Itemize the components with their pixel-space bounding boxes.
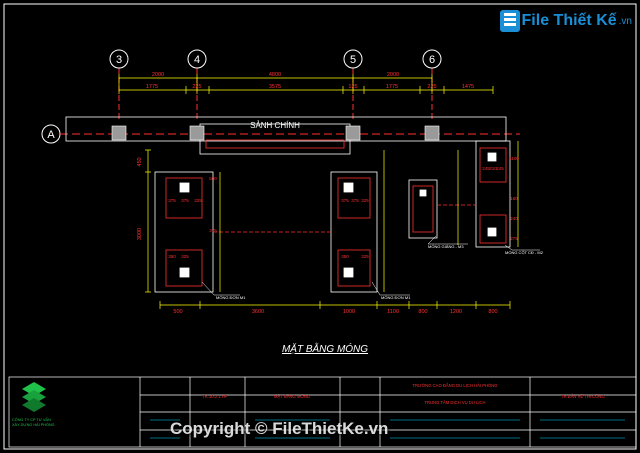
grid-bubble-6 [422,49,442,69]
leader-lines [201,235,540,296]
dim-bottom-6: 1200 [450,309,462,315]
vertical-dimension-lines [145,141,519,293]
dim-bottom-2: 3600 [252,309,264,315]
title-block [8,376,637,448]
sheet-border [3,3,637,450]
tb-sheet-title: MẶT BẰNG MÓNG [274,394,310,399]
dim-sub-4: 125 [348,84,357,90]
dim-bottom-5: 800 [418,309,427,315]
grid-axes [41,49,520,144]
fb-dim-4: 350 [341,254,349,259]
label-tie-beam: MÓNG GIẰNG - M3 [428,244,464,249]
fc-side-2: 160 [510,196,518,201]
dim-left-1: 450 [137,157,143,166]
fa-dim-5: 325 [181,254,189,259]
bottom-dimension-lines [159,301,511,309]
fc-dim-2: 310 [489,166,497,171]
site-logo[interactable]: File Thiết Kế .vn [499,10,632,32]
grid-bubble-4 [187,49,207,69]
tb-right-title: TK BẢN VẼ THI CÔNG [561,394,604,399]
fa-dim-3: 325 [194,198,202,203]
company-logo [22,382,46,412]
dim-sub-3: 3575 [269,84,281,90]
footing-m1-left [154,171,214,293]
fc-side-1: 1100 [509,156,519,161]
fa-dim-7: 375 [209,228,217,233]
grid-bubble-5 [343,49,363,69]
grid-label-3: 3 [116,54,122,66]
grid-bubble-3 [109,49,129,69]
grid-label-6: 6 [429,54,435,66]
fa-dim-2: 375 [181,198,189,203]
tb-subtitle: TRUNG TÂM DỊCH VỤ DU LỊCH [424,400,485,405]
fa-dim-4: 350 [168,254,176,259]
fa-dim-1: 375 [168,198,176,203]
logo-text: File Thiết Kế [521,12,617,29]
columns-on-axis-a [111,125,440,141]
dim-sub-7: 1475 [462,84,474,90]
fa-dim-6: 660 [209,176,217,181]
top-dimension-lines [118,74,494,94]
title-block-fill-rows [150,419,625,439]
label-footing-m1-b: MÓNG ĐƠN M1 [381,295,411,300]
dim-sub-6: 225 [427,84,436,90]
footing-tie-beam [408,179,438,239]
dim-bottom-4: 1100 [387,309,399,315]
footing-m2 [475,140,511,248]
tb-school: TRƯỜNG CAO ĐẲNG DU LỊCH HẢI PHÒNG [412,383,497,388]
fc-side-4: 275 [510,236,518,241]
logo-tld: .vn [618,15,632,27]
dim-left-2: 3000 [137,228,143,240]
copyright-watermark: Copyright © FileThietKe.vn [170,419,389,438]
tb-drawing-no: TK.10.2.1.HP [202,394,227,399]
grid-label-5: 5 [350,54,356,66]
company-name-a: CÔNG TY CP TƯ VẤN [12,417,51,422]
dim-top-1: 2000 [152,72,164,78]
label-footing-m2: MÓNG CỘT CĐ - M2 [505,250,544,255]
dim-bottom-1: 500 [173,309,182,315]
file-icon [499,10,520,32]
label-footing-m1-a: MÓNG ĐƠN M1 [216,295,246,300]
fc-side-3: 240 [510,216,518,221]
fb-dim-1: 375 [341,198,349,203]
fc-dim-1: 245 [482,166,490,171]
fb-dim-2: 375 [351,198,359,203]
lobby-label: SẢNH CHÍNH [250,121,300,130]
tie-beams [213,204,476,233]
fb-dim-3: 325 [361,198,369,203]
dim-sub-1: 1775 [146,84,158,90]
fc-dim-3: 245 [496,166,504,171]
drawing-title: MẶT BẰNG MÓNG [282,342,368,355]
dim-bottom-3: 1000 [343,309,355,315]
grid-label-A: A [47,129,55,141]
footing-m1-right [330,171,378,293]
dim-top-2: 4800 [269,72,281,78]
grid-label-4: 4 [194,54,200,66]
fb-dim-5: 325 [361,254,369,259]
dim-bottom-7: 800 [488,309,497,315]
company-name-b: XÂY DỰNG HẢI PHÒNG [12,422,55,427]
dim-sub-5: 1775 [386,84,398,90]
dim-top-3: 2000 [387,72,399,78]
dim-sub-2: 225 [192,84,201,90]
